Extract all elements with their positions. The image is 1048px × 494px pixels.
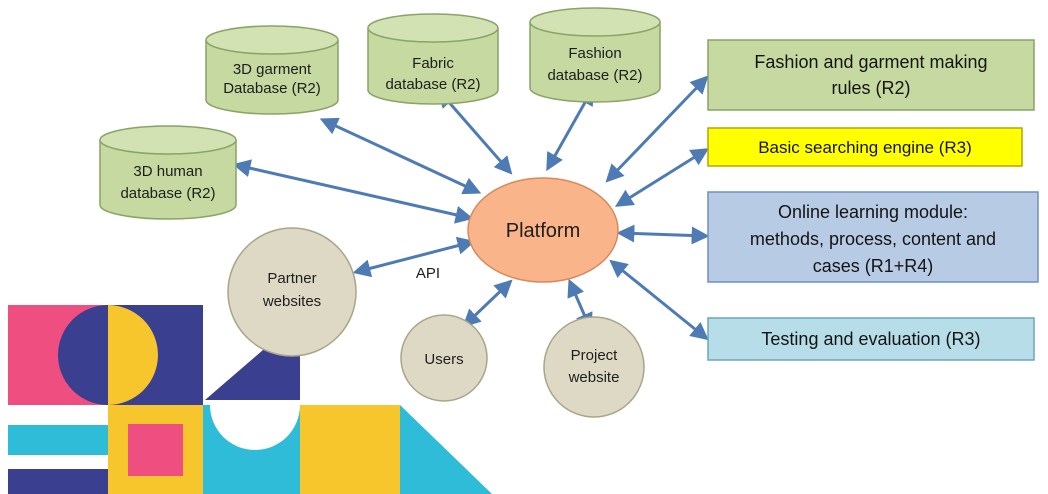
box-search-line1: Basic searching engine (R3) [758, 138, 972, 157]
box-search: Basic searching engine (R3) [707, 127, 1023, 167]
arrow-garment3d [319, 117, 482, 195]
cylinder-garment3d: 3D garment Database (R2) [205, 25, 339, 115]
box-rules: Fashion and garment making rules (R2) [707, 39, 1035, 111]
arrow-learning [616, 224, 710, 245]
partner-line2: websites [262, 293, 321, 310]
users-node: Users [400, 314, 488, 402]
cylinder-fabric: Fabric database (R2) [367, 13, 499, 105]
cylinder-human3d: 3D human database (R2) [99, 125, 237, 220]
arrow-testing [609, 259, 709, 341]
arrow-users [462, 279, 513, 328]
arrow-partner [352, 236, 476, 278]
cylinder-fashion: Fashion database (R2) [529, 7, 661, 103]
cylinder-garment3d-line1: 3D garment [233, 61, 312, 78]
users-label: Users [424, 351, 463, 368]
platform-label: Platform [506, 220, 580, 242]
arrow-search [614, 148, 710, 207]
cylinder-human3d-line1: 3D human [133, 163, 202, 180]
connector-arrows [232, 75, 710, 341]
project-node: Project website [543, 316, 645, 418]
box-rules-line2: rules (R2) [831, 78, 910, 98]
box-learning-line2: methods, process, content and [750, 229, 996, 249]
cylinder-garment3d-line2: Database (R2) [223, 80, 321, 97]
platform-node: Platform [467, 177, 619, 283]
project-line1: Project [571, 347, 619, 364]
api-label: API [416, 265, 440, 282]
arrow-fabric [437, 89, 513, 175]
cylinder-fabric-line2: database (R2) [385, 76, 480, 93]
cylinder-fashion-line1: Fashion [568, 45, 621, 62]
partner-line1: Partner [267, 270, 316, 287]
partner-node: Partner websites [227, 227, 357, 357]
project-line2: website [568, 369, 620, 386]
arrow-fashion [546, 86, 594, 172]
box-rules-line1: Fashion and garment making [754, 52, 987, 72]
box-learning: Online learning module: methods, process… [707, 191, 1039, 283]
arrow-human3d [232, 159, 474, 224]
box-learning-line3: cases (R1+R4) [813, 256, 934, 276]
decorative-logo [8, 305, 492, 494]
box-testing: Testing and evaluation (R3) [707, 317, 1035, 361]
cylinder-fashion-line2: database (R2) [547, 67, 642, 84]
cylinder-human3d-line2: database (R2) [120, 185, 215, 202]
box-testing-line1: Testing and evaluation (R3) [761, 329, 980, 349]
cylinder-fabric-line1: Fabric [412, 55, 454, 72]
box-learning-line1: Online learning module: [778, 202, 968, 222]
